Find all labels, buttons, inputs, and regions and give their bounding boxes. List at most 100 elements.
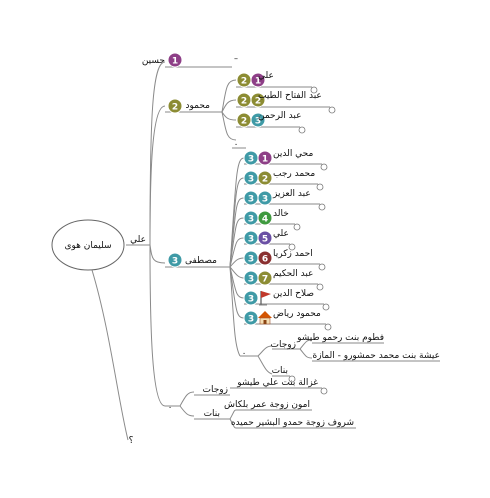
hussein-label: حسين [142,56,165,66]
expand-knob[interactable] [318,203,326,211]
unknown-node-label[interactable]: ؟ [129,436,134,446]
mustafa-dot: . [243,347,246,357]
flag-icon [259,291,271,306]
svg-text:2: 2 [241,77,247,87]
expand-knob[interactable] [320,163,328,171]
mustafa-child-node[interactable]: 3 محمود رياض [243,309,321,326]
ali-wife[interactable]: غزالة بنت علي طيشو [236,378,318,388]
priority-badge: 3 [243,310,259,326]
mustafa-wife-1[interactable]: فطوم بنت رحمو طيشو [296,333,384,343]
svg-text:2: 2 [241,117,247,127]
mustafa-child-label: علي [273,229,289,239]
priority-badge: 2 [236,92,252,108]
svg-text:3: 3 [172,257,178,267]
ali-family-group: . زوجات غزالة بنت علي طيشو بنات امون زوج… [169,378,354,428]
svg-text:3: 3 [262,195,268,205]
svg-text:3: 3 [248,155,254,165]
priority-badge: 5 [257,230,273,246]
ali-daughter-2[interactable]: شروف زوجة حمدو البشير حميده [231,418,354,428]
expand-knob[interactable] [310,86,318,94]
priority-badge: 3 [243,270,259,286]
mustafa-child-label: صلاح الدين [273,289,314,299]
mustafa-child-label: عبد العزيز [272,189,311,199]
mahmoud-child-label: عبد الفتاح الطيب [258,91,322,101]
mustafa-daughters-label[interactable]: بنات [272,366,288,376]
mahmoud-dot: . [235,138,238,148]
priority-badge: 3 [243,210,259,226]
svg-text:3: 3 [248,235,254,245]
root-node[interactable]: سليمان هوى [51,219,125,271]
expand-knob[interactable] [288,375,296,383]
expand-knob[interactable] [298,126,306,134]
root-label: سليمان هوى [64,241,111,251]
priority-badge: 2 [167,98,183,114]
ali-node-label[interactable]: علي [130,235,146,245]
svg-text:2: 2 [255,97,261,107]
priority-badge: 1 [167,52,183,68]
svg-text:6: 6 [262,255,268,265]
expand-knob[interactable] [324,323,332,331]
priority-badge: 6 [257,250,273,266]
priority-badge: 1 [250,72,266,88]
ali-daughters-label[interactable]: بنات [204,409,220,419]
hussein-node[interactable]: حسين 1 – [142,52,238,68]
expand-knob[interactable] [322,303,330,311]
priority-badge: 2 [236,112,252,128]
svg-text:3: 3 [248,175,254,185]
svg-text:3: 3 [248,195,254,205]
mustafa-wives-label[interactable]: زوجات [271,340,296,350]
priority-badge: 7 [257,270,273,286]
expand-knob[interactable] [320,387,328,395]
svg-text:4: 4 [262,215,268,225]
priority-badge: 3 [243,230,259,246]
hussein-note: – [234,54,238,63]
mustafa-child-label: محي الدين [273,149,313,159]
expand-knob[interactable] [293,223,301,231]
mustafa-node[interactable]: مصطفى 3 . زوجات فطوم بنت رحمو طيشو عيشة … [167,252,441,376]
expand-knobs [288,86,336,395]
svg-text:3: 3 [248,215,254,225]
mustafa-child-label: محمود رياض [273,309,321,319]
expand-knob[interactable] [316,283,324,291]
svg-text:3: 3 [248,255,254,265]
svg-text:5: 5 [262,235,268,245]
mustafa-child-label: محمد رجب [273,169,315,179]
priority-badge: 1 [257,150,273,166]
ali-dot: . [169,401,172,411]
expand-knob[interactable] [316,183,324,191]
svg-text:1: 1 [172,57,178,67]
priority-badge: 4 [257,210,273,226]
mustafa-wife-2[interactable]: عيشة بنت محمد حمشورو - المازة [313,351,441,361]
priority-badge: 3 [243,250,259,266]
svg-text:3: 3 [248,295,254,305]
mustafa-child-label: خالد [273,209,289,219]
priority-badge: 3 [243,290,259,306]
connector-lines [91,61,440,441]
expand-knob[interactable] [328,106,336,114]
priority-badge: 2 [257,170,273,186]
priority-badge: 2 [250,92,266,108]
expand-knob[interactable] [318,263,326,271]
expand-knob[interactable] [288,243,296,251]
ali-wives-label[interactable]: زوجات [203,385,228,395]
mahmoud-label: محمود [186,101,211,111]
mahmoud-node[interactable]: محمود 2 . [167,98,238,148]
priority-badge: 3 [250,112,266,128]
ali-daughter-1[interactable]: امون زوجة عمر بلكاش [224,400,310,410]
svg-text:2: 2 [241,97,247,107]
mustafa-child-node[interactable]: 3 صلاح الدين [243,289,314,306]
priority-badge: 3 [167,252,183,268]
